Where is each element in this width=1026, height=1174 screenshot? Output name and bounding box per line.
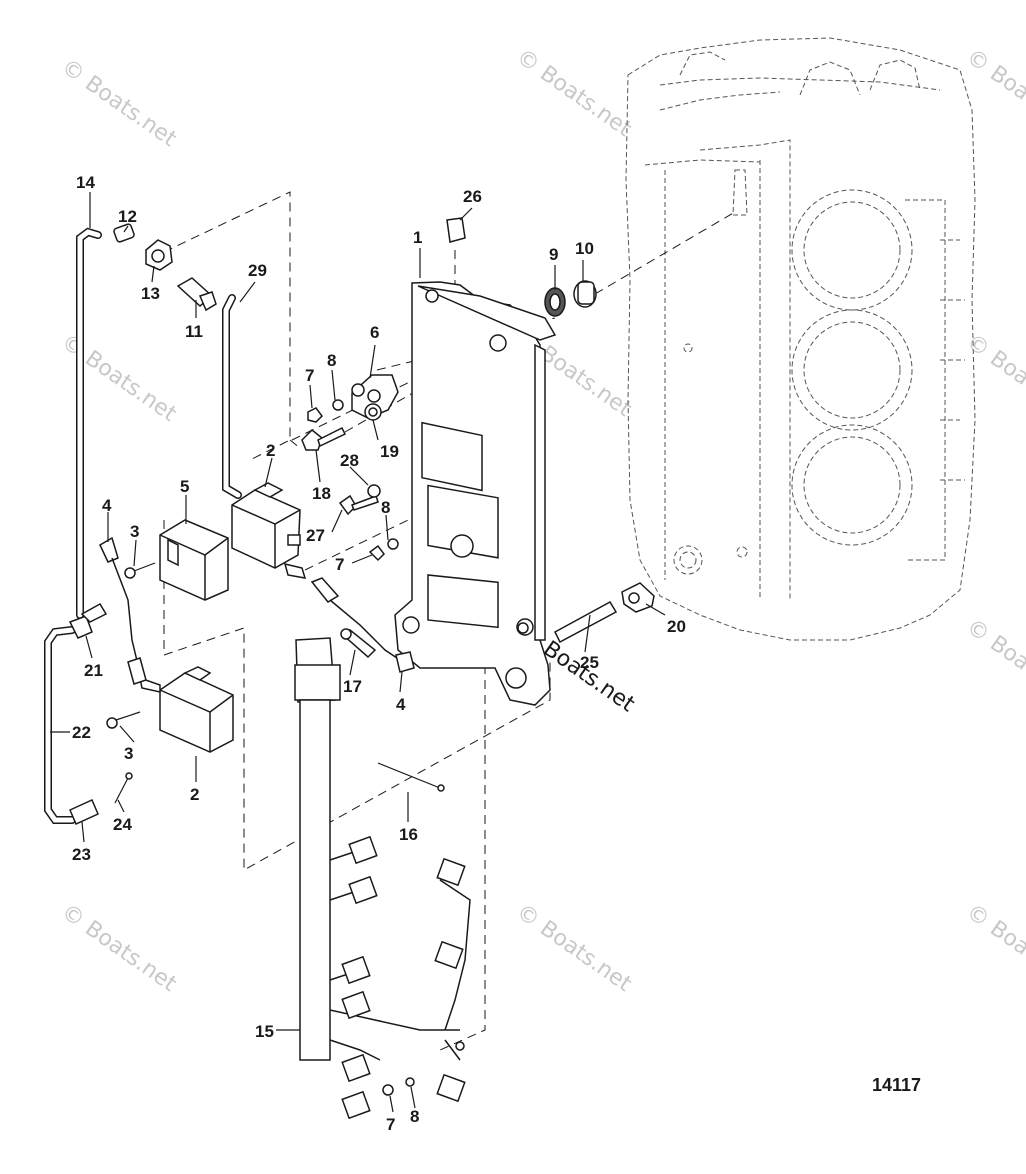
tube: [554, 600, 618, 644]
label-part-26: 26: [463, 187, 482, 206]
label-part-7: 7: [386, 1115, 395, 1134]
clip: [446, 217, 466, 243]
bracket: [351, 374, 399, 419]
label-part-15: 15: [255, 1022, 274, 1041]
label-part-8: 8: [381, 498, 390, 517]
module: [159, 519, 229, 601]
label-part-3: 3: [124, 744, 133, 763]
label-part-6: 6: [370, 323, 379, 342]
cable-tie: [377, 762, 445, 792]
watermark: © Boats.net: [512, 44, 637, 142]
label-part-7: 7: [305, 366, 314, 385]
label-part-16: 16: [399, 825, 418, 844]
label-part-22: 22: [72, 723, 91, 742]
label-part-4: 4: [396, 695, 406, 714]
ignition-coil-lower: [139, 666, 234, 753]
label-part-4: 4: [102, 496, 112, 515]
screw: [301, 407, 399, 562]
watermark: © Boats.net: [962, 899, 1026, 997]
label-part-24: 24: [113, 815, 132, 834]
sensor-lead: [99, 536, 415, 685]
wire-harness: [294, 637, 471, 1120]
connector: [69, 799, 99, 825]
tie: [114, 772, 133, 804]
grommet: [544, 287, 566, 317]
label-part-14: 14: [76, 173, 95, 192]
label-part-25: 25: [580, 653, 599, 672]
label-part-7: 7: [335, 555, 344, 574]
tee-fitting: [68, 602, 108, 639]
washer: [332, 383, 382, 421]
watermark: © Boats.net: [57, 54, 182, 152]
label-part-9: 9: [549, 245, 558, 264]
label-part-8: 8: [327, 351, 336, 370]
label-part-10: 10: [575, 239, 594, 258]
watermark: © Boats.net: [962, 44, 1026, 142]
watermark: © Boats.net: [962, 614, 1026, 712]
label-part-21: 21: [84, 661, 103, 680]
fitting: [113, 223, 217, 312]
engine-block-ghost: [625, 37, 976, 641]
label-part-3: 3: [130, 522, 139, 541]
label-part-8: 8: [410, 1107, 419, 1126]
label-part-18: 18: [312, 484, 331, 503]
label-part-27: 27: [306, 526, 325, 545]
label-part-11: 11: [185, 322, 203, 341]
label-part-29: 29: [248, 261, 267, 280]
label-part-28: 28: [340, 451, 359, 470]
label-part-1: 1: [413, 228, 422, 247]
part-labels: 14 12 13 11 29 1 26 9 10 6 8 7 19 18 28 …: [72, 173, 686, 1134]
watermark: © Boats.net: [57, 329, 182, 427]
mounting-plate: [394, 281, 557, 706]
watermark: © Boats.net: [962, 329, 1026, 427]
label-part-2: 2: [266, 441, 275, 460]
label-part-2: 2: [190, 785, 199, 804]
label-part-23: 23: [72, 845, 91, 864]
sensor: [340, 628, 377, 659]
watermark: © Boats.net: [512, 899, 637, 997]
label-part-20: 20: [667, 617, 686, 636]
label-part-13: 13: [141, 284, 160, 303]
watermark-prominent: Boats.net: [539, 636, 640, 717]
leader-lines: [50, 192, 666, 1113]
diagram-number: 14117: [872, 1075, 921, 1095]
label-part-12: 12: [118, 207, 137, 226]
screw: [106, 562, 156, 729]
label-part-5: 5: [180, 477, 189, 496]
ignition-coil-upper: [231, 482, 307, 579]
spacer: [573, 280, 597, 308]
copyright-icon: [516, 618, 534, 636]
fitting: [621, 582, 655, 613]
label-part-19: 19: [380, 442, 399, 461]
hose: [44, 227, 242, 824]
label-part-17: 17: [343, 677, 362, 696]
watermark: © Boats.net: [57, 899, 182, 997]
